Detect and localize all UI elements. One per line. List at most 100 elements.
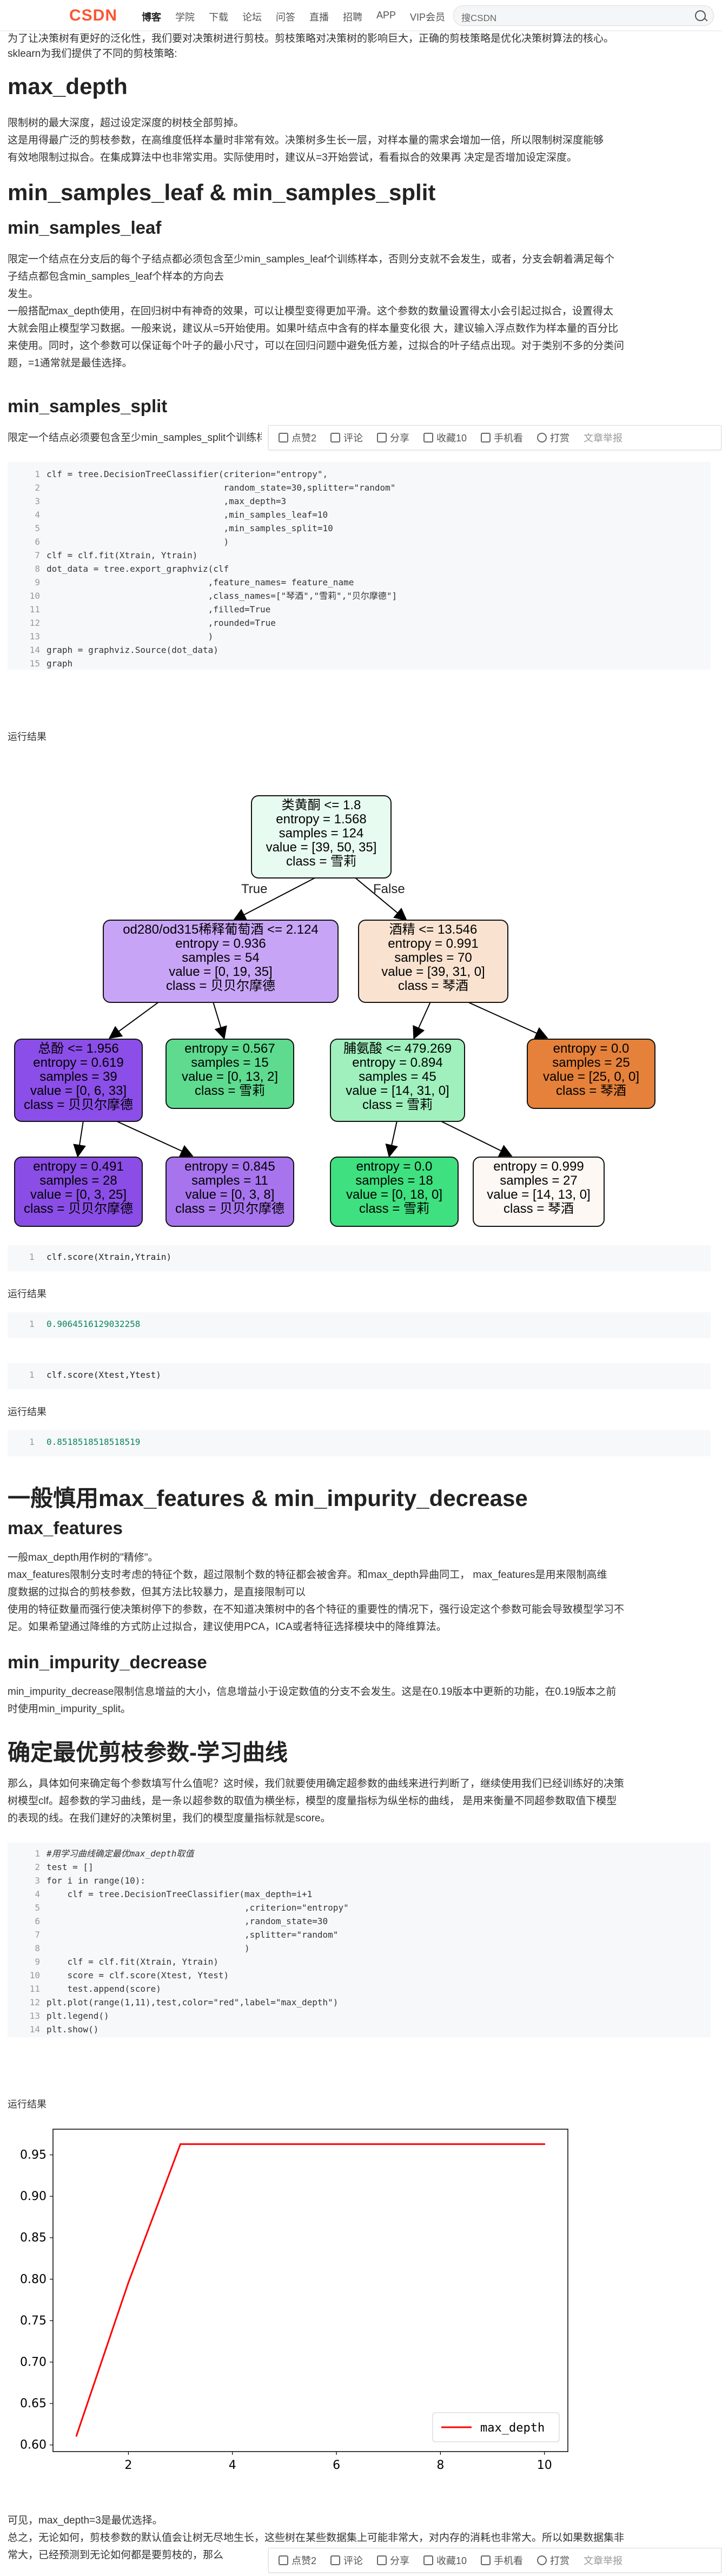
heading-max-depth: max_depth (8, 74, 128, 99)
x-tick-label: 6 (333, 2459, 340, 2472)
code-line: ,splitter="random" (47, 1930, 339, 1940)
tree-node-line: samples = 70 (394, 950, 472, 965)
code-line: ,max_depth=3 (47, 496, 287, 506)
reward-button[interactable]: 打赏 (537, 431, 569, 445)
csdn-logo[interactable]: CSDN (69, 6, 118, 24)
leaf-p1: 限定一个结点在分支后的每个子结点都必须包含至少min_samples_leaf个… (8, 254, 615, 265)
nav-qa[interactable]: 问答 (276, 12, 295, 23)
tree-node-line: samples = 25 (552, 1055, 630, 1070)
nav-jobs[interactable]: 招聘 (343, 12, 362, 23)
impurity-p2: 时使用min_impurity_split。 (8, 1703, 131, 1715)
search-input[interactable]: 搜CSDN (453, 5, 714, 26)
code-block-3[interactable]: 1 clf.score(Xtest,Ytest) (8, 1363, 711, 1389)
mobile-button[interactable]: 手机看 (481, 431, 523, 445)
tree-node-line: entropy = 0.936 (175, 936, 266, 951)
tree-node-line: entropy = 0.567 (184, 1041, 275, 1056)
y-tick-label: 0.60 (20, 2439, 47, 2452)
code-block-2[interactable]: 1 clf.score(Xtrain,Ytrain) (8, 1245, 711, 1271)
code-line: ,criterion="entropy" (47, 1903, 349, 1913)
line-number: 9 (35, 577, 40, 587)
heading-leaf-split: min_samples_leaf & min_samples_split (8, 180, 436, 205)
tree-node-line: entropy = 0.491 (33, 1159, 124, 1174)
coin-icon (537, 2555, 547, 2565)
tree-node-line: entropy = 0.845 (184, 1159, 275, 1174)
code-line: score = clf.score(Xtest, Ytest) (47, 1970, 229, 1980)
report-button[interactable]: 文章举报 (584, 431, 622, 445)
heading-learning-curve: 确定最优剪枝参数-学习曲线 (8, 1740, 288, 1765)
line-number: 11 (29, 604, 40, 615)
report-button[interactable]: 文章举报 (584, 2553, 622, 2567)
y-tick-label: 0.75 (20, 2314, 47, 2328)
data-point (75, 2435, 77, 2437)
nav-blog[interactable]: 博客 (142, 12, 161, 23)
code-line: plt.plot(range(1,11),test,color="red",la… (47, 1997, 339, 2007)
line-number: 1 (29, 1252, 35, 1262)
tree-node-line: entropy = 0.991 (388, 936, 479, 951)
data-point (180, 2143, 182, 2145)
tree-node-line: samples = 39 (39, 1069, 117, 1084)
nav-app[interactable]: APP (376, 10, 396, 21)
features-p3: 度数据的过拟合的剪枝参数，但其方法比较暴力，是直接限制可以 (8, 1587, 306, 1598)
search-icon[interactable] (695, 10, 706, 21)
tree-node-line: samples = 28 (39, 1173, 117, 1188)
legend-box (432, 2412, 560, 2442)
line-number: 9 (35, 1957, 40, 1967)
tree-node-line: 类黄酮 <= 1.8 (281, 798, 361, 813)
data-point (335, 2143, 337, 2145)
tree-node-line: samples = 27 (500, 1173, 578, 1188)
phone-icon (481, 2555, 491, 2565)
nav-download[interactable]: 下载 (209, 12, 228, 23)
line-number: 3 (35, 1875, 40, 1886)
plot-area (52, 2129, 568, 2452)
tree-node-line: class = 贝贝尔摩德 (23, 1098, 134, 1112)
line-number: 14 (29, 645, 40, 655)
nav-vip[interactable]: VIP会员 (410, 12, 446, 23)
favorite-label: 收藏10 (436, 433, 467, 444)
run-label-4: 运行结果 (8, 2099, 47, 2110)
y-tick-label: 0.65 (20, 2397, 47, 2410)
mobile-button[interactable]: 手机看 (481, 2553, 523, 2567)
nav-academy[interactable]: 学院 (175, 12, 195, 23)
tree-node-line: 总酚 <= 1.956 (38, 1041, 119, 1056)
intro-line2: sklearn为我们提供了不同的剪枝策略: (8, 48, 177, 60)
run-label-2: 运行结果 (8, 1289, 47, 1299)
code-line: random_state=30,splitter="random" (47, 483, 396, 493)
test-score-output: 0.8518518518518519 (47, 1437, 141, 1447)
y-tick-label: 0.95 (20, 2148, 47, 2162)
thumbs-up-icon (279, 2555, 288, 2565)
like-button[interactable]: 点赞2 (279, 431, 316, 445)
curve-p1: 那么，具体如何来确定每个参数填写什么值呢？这时候，我们就要使用确定超参数的曲线来… (8, 1778, 625, 1789)
nav-forum[interactable]: 论坛 (242, 12, 262, 23)
like-button[interactable]: 点赞2 (279, 2553, 316, 2567)
run-label-1: 运行结果 (8, 731, 47, 742)
reward-button[interactable]: 打赏 (537, 2553, 569, 2567)
output-block-2: 1 0.9064516129032258 (8, 1312, 711, 1338)
nav-live[interactable]: 直播 (309, 12, 329, 23)
tree-node-line: value = [0, 3, 8] (185, 1187, 275, 1202)
data-point (439, 2143, 441, 2145)
features-p2: max_features限制分支时考虑的特征个数，超过限制个数的特征都会被舍弃。… (8, 1569, 607, 1581)
share-button[interactable]: 分享 (377, 431, 409, 445)
comment-button[interactable]: 评论 (330, 2553, 363, 2567)
favorite-button[interactable]: 收藏10 (423, 431, 467, 445)
code-line: clf = clf.fit(Xtrain, Ytrain) (47, 1957, 218, 1967)
line-number: 1 (29, 1319, 35, 1329)
tree-node-line: class = 贝贝尔摩德 (165, 979, 276, 993)
max-depth-p2: 这是用得最广泛的剪枝参数，在高维度低样本量时非常有效。决策树多生长一层，对样本量… (8, 135, 604, 146)
favorite-button[interactable]: 收藏10 (423, 2553, 467, 2567)
data-point (127, 2281, 129, 2283)
tree-node-line: value = [25, 0, 0] (542, 1069, 640, 1084)
line-number: 13 (29, 631, 40, 642)
code-line: plt.legend() (47, 2011, 109, 2021)
comment-button[interactable]: 评论 (330, 431, 363, 445)
code-line: graph = graphviz.Source(dot_data) (47, 645, 218, 655)
y-tick-label: 0.80 (20, 2273, 47, 2286)
share-button[interactable]: 分享 (377, 2553, 409, 2567)
search-placeholder: 搜CSDN (461, 13, 497, 23)
max-depth-p1: 限制树的最大深度，超过设定深度的树枝全部剪掉。 (8, 117, 244, 129)
